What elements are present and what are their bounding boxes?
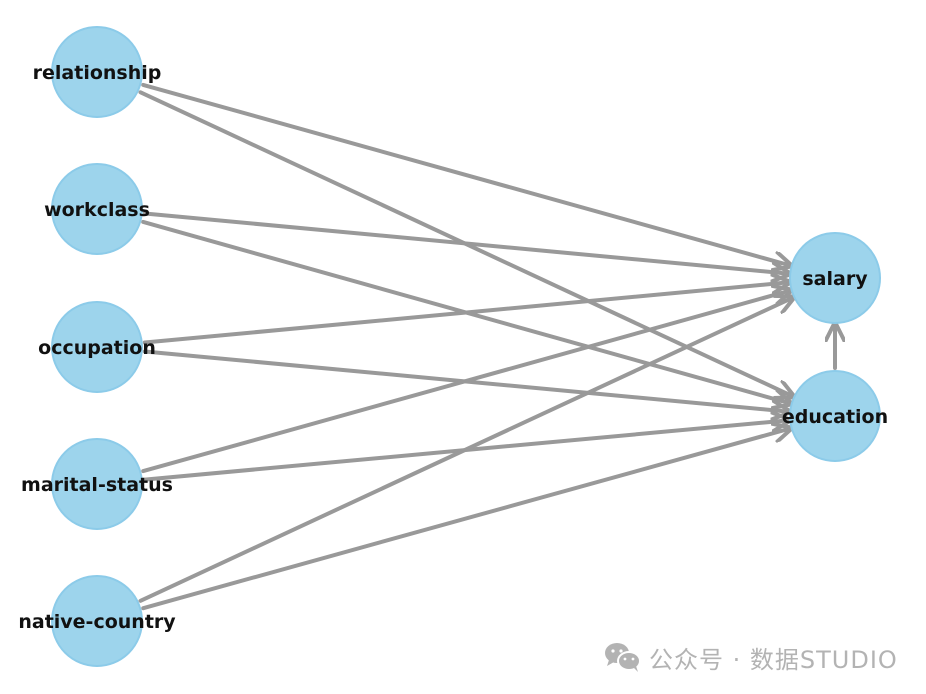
edge-workclass-to-salary	[142, 211, 789, 273]
node-workclass: workclass	[44, 163, 150, 255]
node-circle	[51, 301, 143, 393]
node-label: native-country	[18, 611, 176, 633]
watermark-text: 公众号 · 数据STUDIO	[649, 645, 898, 674]
node-label: relationship	[33, 62, 162, 84]
edge-native-country-to-education	[141, 428, 790, 611]
node-label: education	[782, 406, 888, 428]
edge-relationship-to-salary	[141, 82, 790, 266]
node-occupation: occupation	[38, 301, 156, 393]
edge-native-country-to-salary	[138, 297, 794, 603]
node-circle	[51, 163, 143, 255]
watermark: 公众号 · 数据STUDIO	[603, 640, 898, 674]
node-label: occupation	[38, 337, 156, 359]
wechat-icon	[605, 643, 641, 672]
node-circle	[789, 370, 881, 462]
node-label: marital-status	[21, 474, 173, 496]
node-native-country: native-country	[18, 575, 176, 667]
edges-layer	[138, 82, 835, 611]
node-marital-status: marital-status	[21, 438, 173, 530]
node-salary: salary	[789, 232, 881, 324]
node-relationship: relationship	[33, 26, 162, 118]
node-circle	[51, 438, 143, 530]
edge-occupation-to-salary	[142, 282, 789, 345]
nodes-layer: relationship workclass occupation marital-s…	[18, 26, 888, 667]
node-label: workclass	[44, 199, 150, 221]
node-label: salary	[802, 268, 868, 290]
edge-marital-status-to-salary	[141, 290, 790, 474]
node-education: education	[782, 370, 888, 462]
node-circle	[51, 575, 143, 667]
node-circle	[51, 26, 143, 118]
node-circle	[789, 232, 881, 324]
